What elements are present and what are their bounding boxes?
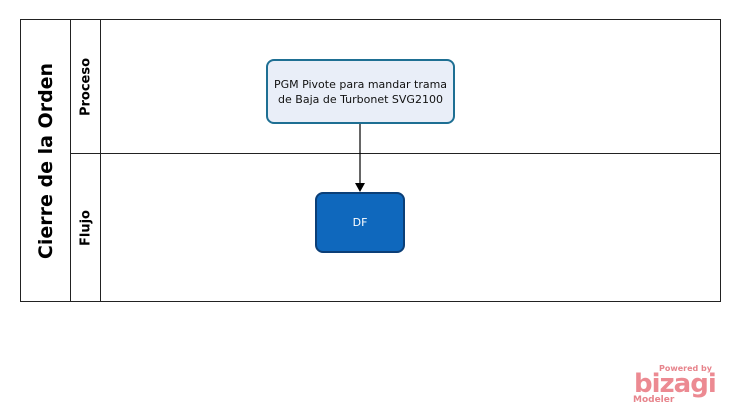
arrowhead-icon xyxy=(355,183,365,192)
lane-header-proceso: Proceso xyxy=(71,20,101,153)
brand-product: Modeler xyxy=(633,395,675,405)
lane-header-flujo: Flujo xyxy=(71,154,101,302)
task-pgm-pivote[interactable]: PGM Pivote para mandar trama de Baja de … xyxy=(266,59,455,124)
lane-proceso: Proceso xyxy=(71,20,721,154)
pool-header: Cierre de la Orden xyxy=(21,20,71,301)
bizagi-logo: Powered by bizagi Modeler xyxy=(632,364,722,408)
brand-powered-by: Powered by xyxy=(659,364,712,373)
brand-name: bizagi xyxy=(634,369,717,399)
pool: Cierre de la Orden Proceso Flujo xyxy=(20,19,721,302)
task-df[interactable]: DF xyxy=(315,192,405,253)
lane-flujo: Flujo xyxy=(71,154,721,302)
